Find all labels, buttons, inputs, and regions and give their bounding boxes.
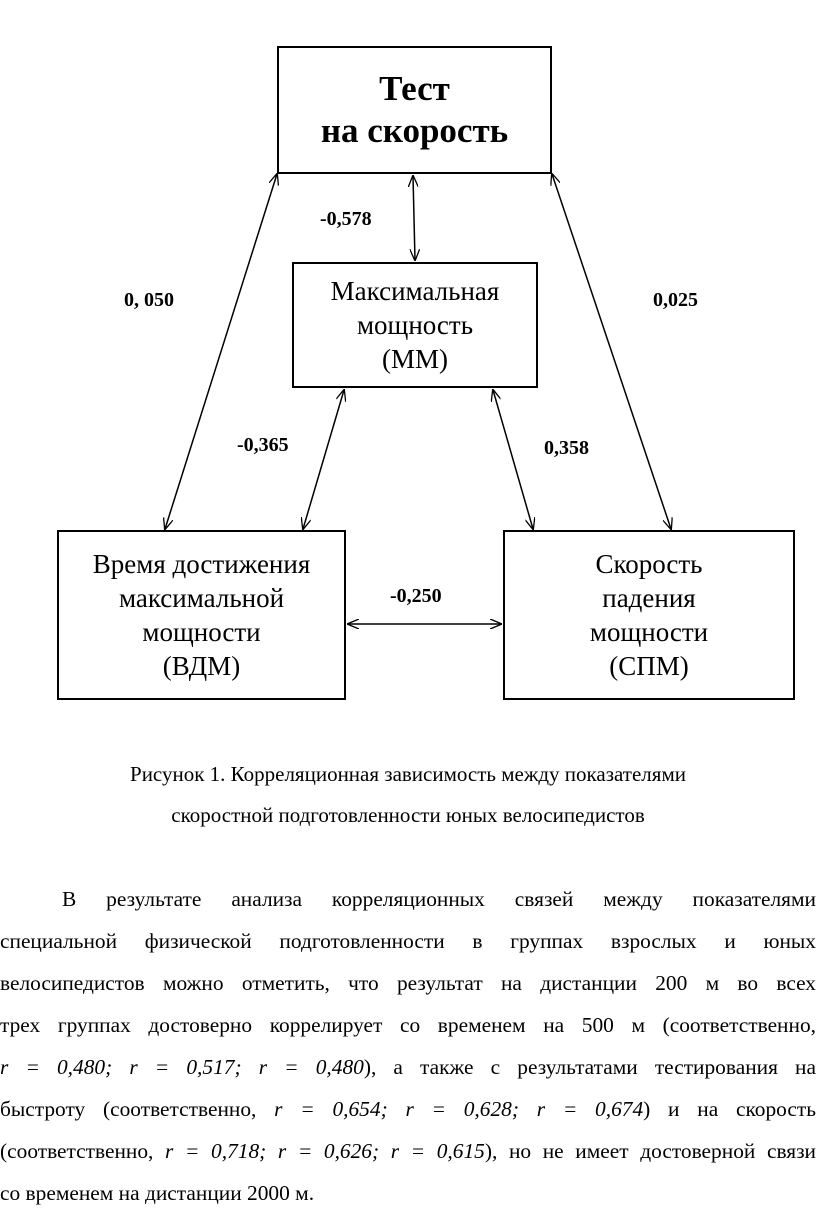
paragraph-r-values-1: r = 0,480; r = 0,517; r = 0,480 <box>0 1055 364 1079</box>
paragraph-line-6-head: быстроту (соответственно, <box>0 1097 275 1121</box>
paragraph-line-6-tail: ) и на скорость <box>643 1097 816 1121</box>
coef-vdm-spm: -0,250 <box>390 585 442 607</box>
node-vdm-line-1: Время достижения <box>92 549 311 579</box>
arrow-mm-vdm <box>303 390 344 529</box>
paragraph-line-3: велосипедистов можно отметить, что резул… <box>0 971 816 995</box>
figure-caption-line-1: Рисунок 1. Корреляционная зависимость ме… <box>130 762 686 786</box>
paragraph-line-6: быстроту (соответственно, r = 0,654; r =… <box>0 1097 816 1121</box>
coef-mm-spm: 0,358 <box>544 437 589 459</box>
node-max-power-line-2: мощность <box>356 310 474 340</box>
arrow-test-vdm <box>165 174 277 529</box>
figure-caption-line-2: скоростной подготовленности юных велосип… <box>171 803 645 827</box>
node-max-power-line-1: Максимальная <box>330 276 500 306</box>
paragraph-r-values-2: r = 0,654; r = 0,628; r = 0,674 <box>274 1097 644 1121</box>
paragraph-line-7: (соответственно, r = 0,718; r = 0,626; r… <box>0 1139 816 1163</box>
node-max-power-line-3: (ММ) <box>381 344 448 374</box>
node-speed-test-line-1: Тест <box>379 69 450 108</box>
arrow-mm-spm <box>493 390 533 529</box>
paragraph-line-5: r = 0,480; r = 0,517; r = 0,480), а такж… <box>0 1055 816 1079</box>
coef-test-mm: -0,578 <box>320 208 372 230</box>
paragraph-line-7-tail: ), но не имеет достоверной связи <box>484 1139 816 1163</box>
node-spm-line-3: мощности <box>589 617 709 647</box>
paragraph-line-1: В результате анализа корреляционных связ… <box>62 887 816 911</box>
paragraph-line-7-head: (соответственно, <box>0 1139 166 1163</box>
paragraph-line-8: со временем на дистанции 2000 м. <box>0 1181 315 1205</box>
paragraph-line-4: трех группах достоверно коррелирует со в… <box>0 1013 816 1037</box>
node-speed-test-line-2: на скорость <box>320 111 509 150</box>
coef-test-spm: 0,025 <box>653 289 698 311</box>
arrow-test-spm <box>552 174 671 529</box>
node-spm-line-1: Скорость <box>595 549 703 579</box>
node-spm-line-2: падения <box>602 583 696 613</box>
coef-test-vdm: 0, 050 <box>124 289 174 311</box>
node-vdm-line-3: мощности <box>142 617 261 647</box>
node-power-drop-rate: Скорость падения мощности (СПМ) <box>503 530 795 700</box>
diagram-connectors <box>0 0 816 760</box>
paragraph-line-2: специальной физической подготовленности … <box>0 929 816 953</box>
coef-mm-vdm: -0,365 <box>237 434 289 456</box>
node-speed-test: Тест на скорость <box>277 46 552 174</box>
paragraph-r-values-3: r = 0,718; r = 0,626; r = 0,615 <box>165 1139 485 1163</box>
paragraph-line-5-tail: ), а также с результатами тестирования н… <box>363 1055 816 1079</box>
node-vdm-line-4: (ВДМ) <box>162 651 241 681</box>
node-vdm-line-2: максимальной <box>118 583 285 613</box>
node-spm-line-4: (СПМ) <box>609 651 689 681</box>
node-max-power: Максимальная мощность (ММ) <box>292 262 538 388</box>
node-time-to-max-power: Время достижения максимальной мощности (… <box>57 530 346 700</box>
arrow-test-mm <box>413 176 415 260</box>
